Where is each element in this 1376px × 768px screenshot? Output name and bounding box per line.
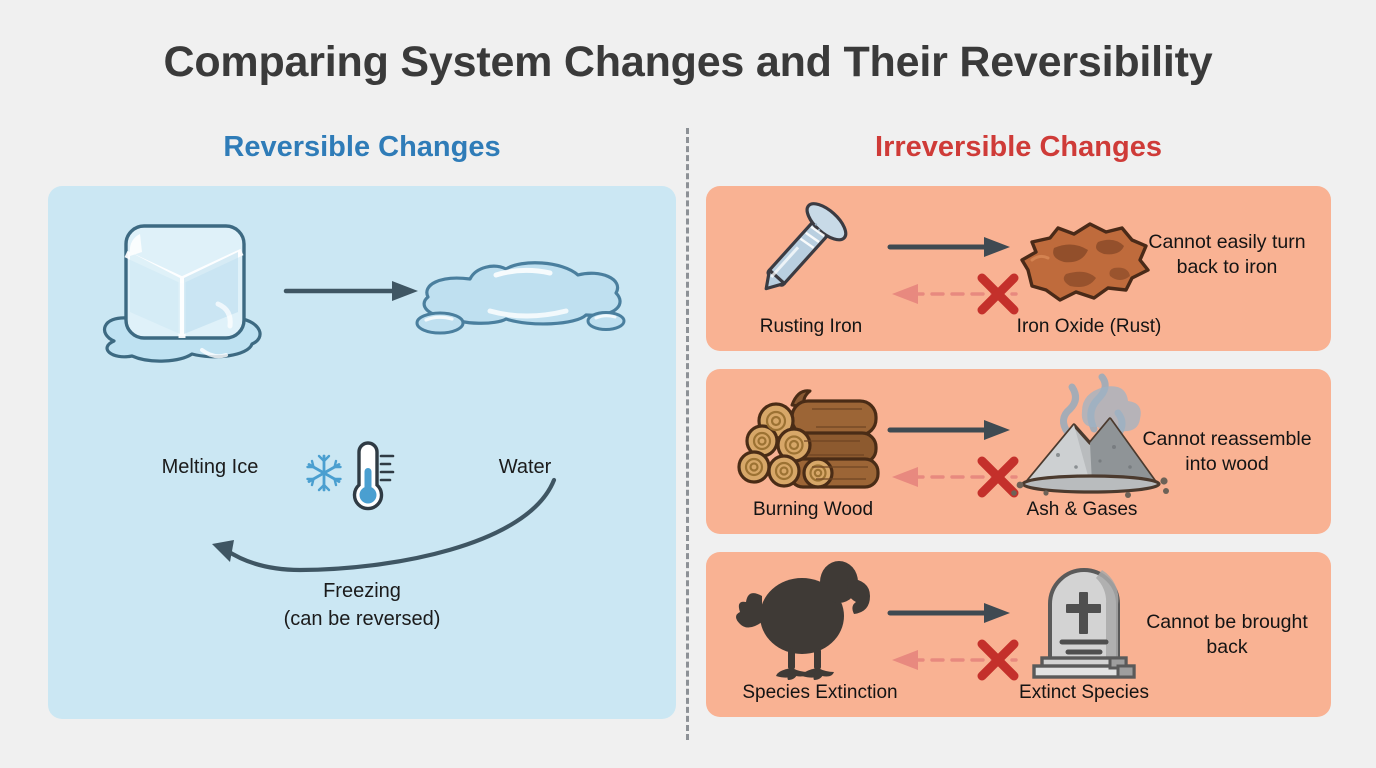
iron-oxide-label: Iron Oxide (Rust) (1016, 316, 1162, 337)
thermometer-icon (346, 441, 402, 512)
page-title: Comparing System Changes and Their Rever… (163, 38, 1213, 86)
curved-arrow-left-icon (148, 474, 568, 579)
right-column-heading: Irreversible Changes (875, 131, 1162, 163)
species-extinction-label: Species Extinction (742, 682, 898, 703)
melting-ice-label: Melting Ice (161, 456, 259, 478)
water-puddle-icon (410, 241, 635, 351)
reversible-panel: Melting Ice Water (48, 186, 676, 719)
arrow-right-icon (887, 417, 1014, 443)
wood-note: Cannot reassemble into wood (1142, 427, 1312, 475)
nail-icon (741, 194, 861, 306)
freezing-label-line1: Freezing (323, 580, 401, 602)
water-label: Water (498, 456, 552, 478)
extinction-note: Cannot be brought back (1146, 610, 1308, 658)
arrow-right-icon (887, 600, 1014, 626)
burning-wood-label: Burning Wood (752, 499, 874, 520)
ash-pile-icon (1006, 371, 1176, 501)
dodo-bird-icon (736, 554, 874, 680)
section-divider (686, 128, 689, 740)
red-cross-icon (974, 636, 1022, 684)
ash-gases-label: Ash & Gases (1026, 499, 1138, 520)
left-column-heading: Reversible Changes (223, 131, 501, 163)
logs-icon (732, 383, 892, 493)
rust-chunk-icon (1014, 218, 1154, 308)
irreversible-card-rust: Rusting Iron Iron Oxide (Rust) Cannot ea… (706, 186, 1331, 351)
irreversible-card-wood: Burning Wood Ash & Gases Cannot reassemb… (706, 369, 1331, 534)
arrow-right-icon (887, 234, 1014, 260)
ice-cube-icon (84, 208, 284, 368)
red-cross-icon (974, 270, 1022, 318)
irreversible-card-extinction: Species Extinction Extinct Species Canno… (706, 552, 1331, 717)
arrow-right-icon (283, 276, 424, 306)
rusting-iron-label: Rusting Iron (759, 316, 863, 337)
red-cross-icon (974, 453, 1022, 501)
snowflake-icon (303, 452, 345, 494)
rust-note: Cannot easily turn back to iron (1148, 231, 1306, 278)
freezing-label-line2: (can be reversed) (283, 608, 441, 630)
extinct-species-label: Extinct Species (1019, 682, 1149, 703)
gravestone-icon (1024, 558, 1144, 679)
